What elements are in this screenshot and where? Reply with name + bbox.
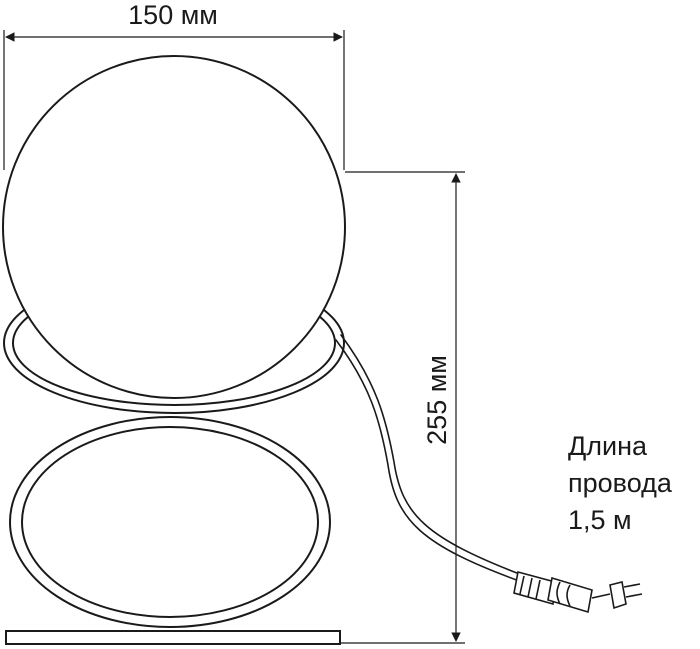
plug-body [547, 576, 593, 614]
cable-note-line-1: Длина [568, 431, 648, 461]
cable-note-line-2: провода [568, 468, 672, 498]
sphere-shade [2, 55, 346, 399]
cable-length-note: Длина провода 1,5 м [568, 428, 672, 539]
plug-head [609, 581, 627, 610]
height-label: 255 мм [422, 355, 452, 445]
lower-ring [9, 416, 331, 628]
width-label: 150 мм [128, 0, 218, 30]
plug-cord [591, 593, 611, 599]
plug-pin-1 [623, 583, 641, 588]
base-plate [5, 630, 341, 645]
plug-strain-relief [513, 571, 556, 606]
cable-note-line-3: 1,5 м [568, 505, 632, 535]
width-dimension [3, 30, 345, 170]
height-dimension [340, 171, 465, 644]
plug-pin-2 [625, 593, 643, 598]
power-plug [513, 571, 643, 614]
power-cable [335, 334, 523, 583]
